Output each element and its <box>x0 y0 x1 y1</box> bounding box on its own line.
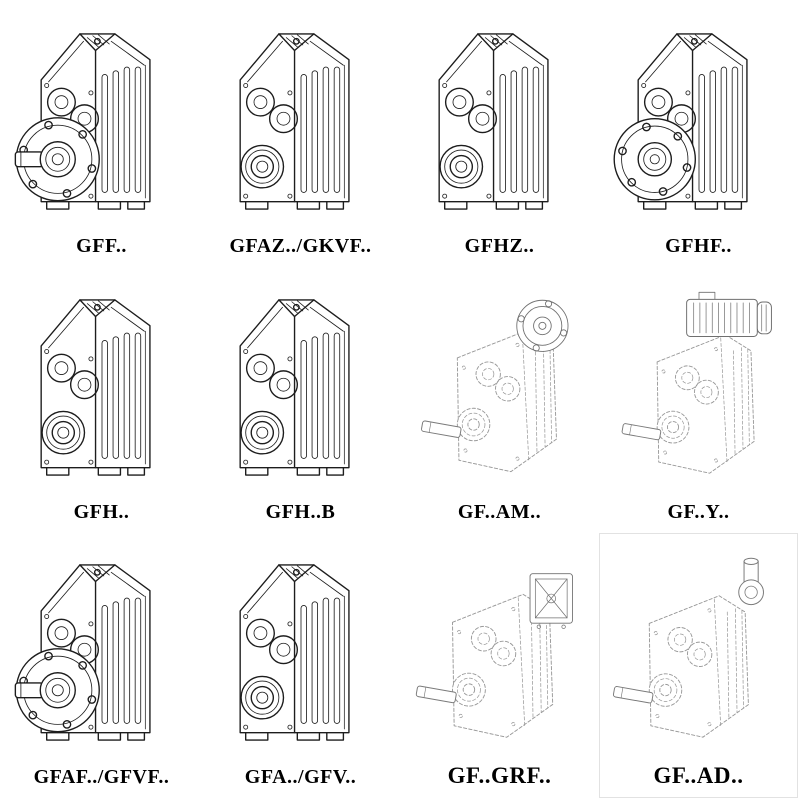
gearbox-cell-gfhz: GFHZ.. <box>400 2 599 267</box>
shaft-mounted-gearbox-drawing <box>402 21 598 233</box>
flange-hollow-gearbox-drawing <box>601 21 797 233</box>
gearbox-model-label: GFA../GFV.. <box>244 766 357 788</box>
gearbox-cell-gfad: GF..AD.. <box>599 533 798 798</box>
input-adapter-gearbox-drawing <box>601 549 797 761</box>
gearbox-cell-gfgrf: GF..GRF.. <box>400 533 599 798</box>
gearbox-cell-gfhf: GFHF.. <box>599 2 798 267</box>
gearbox-model-label: GF..GRF.. <box>447 763 552 788</box>
flange-gearbox-drawing <box>4 552 200 764</box>
gearbox-model-label: GF..Y.. <box>667 500 730 523</box>
gearbox-cell-gfy: GF..Y.. <box>599 267 798 532</box>
gearbox-model-label: GFF.. <box>76 235 127 258</box>
gearbox-model-label: GFAZ../GKVF.. <box>229 235 372 258</box>
gearbox-model-label: GFHZ.. <box>464 235 535 258</box>
gearbox-cell-gfaz: GFAZ../GKVF.. <box>201 2 400 267</box>
motor-adapter-gearbox-drawing <box>402 287 598 499</box>
gearbox-model-label: GFH.. <box>73 500 130 523</box>
gearbox-cell-gfh: GFH.. <box>2 267 201 532</box>
gearbox-model-label: GFHF.. <box>665 235 732 258</box>
flange-gearbox-drawing <box>4 21 200 233</box>
gearbox-cell-gfa: GFA../GFV.. <box>201 533 400 798</box>
gearbox-cell-gfaf: GFAF../GFVF.. <box>2 533 201 798</box>
backstop-gearbox-drawing <box>402 549 598 761</box>
gearbox-cell-gfam: GF..AM.. <box>400 267 599 532</box>
gearbox-model-label: GFAF../GFVF.. <box>33 766 170 788</box>
shaft-mounted-gearbox-drawing <box>203 552 399 764</box>
motorized-gearbox-drawing <box>601 287 797 499</box>
hollow-shaft-gearbox-drawing <box>4 287 200 499</box>
gearbox-model-label: GF..AM.. <box>457 500 542 523</box>
hollow-shaft-gearbox-drawing <box>203 287 399 499</box>
gearbox-cell-gfhb: GFH..B <box>201 267 400 532</box>
gearbox-cell-gff: GFF.. <box>2 2 201 267</box>
shaft-mounted-gearbox-drawing <box>203 21 399 233</box>
gearbox-model-label: GF..AD.. <box>653 763 744 788</box>
gearbox-model-label: GFH..B <box>265 500 336 523</box>
